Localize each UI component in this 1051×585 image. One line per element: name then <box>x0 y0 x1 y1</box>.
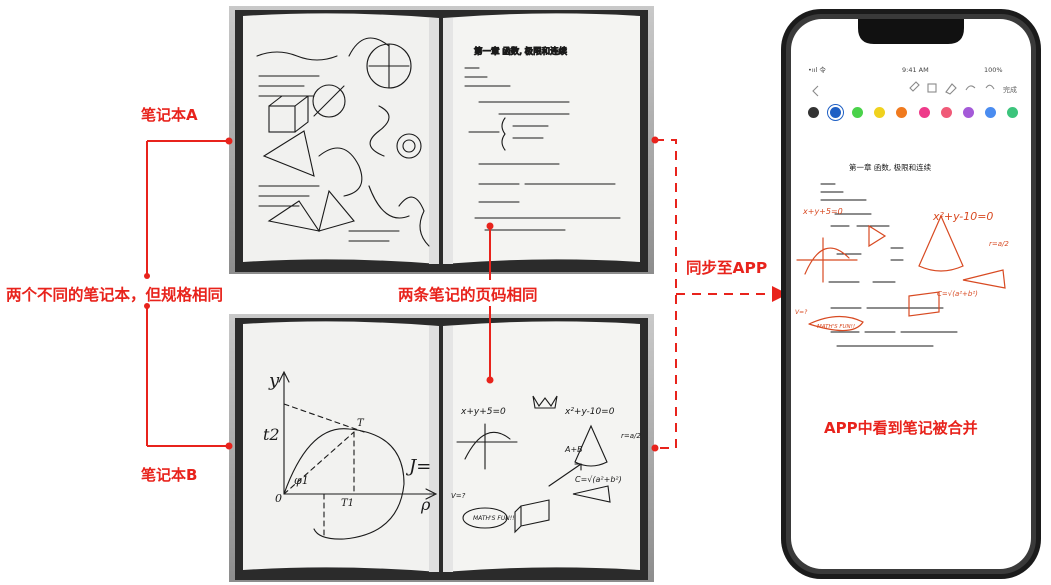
notebook-b-label: 笔记本B <box>141 466 198 484</box>
svg-text:MATH'S FUN!!: MATH'S FUN!! <box>473 515 515 522</box>
bracket-dot-mid-top <box>144 273 150 279</box>
svg-text:r=a/2: r=a/2 <box>989 240 1009 248</box>
svg-text:y: y <box>268 370 280 391</box>
svg-text:ρ: ρ <box>420 495 431 514</box>
notebook-b-notes: x+y+5=0 x²+y-10=0 A+B C=√(a²+b²) r=a/2 M… <box>451 407 641 522</box>
svg-text:MATH'S FUN!!: MATH'S FUN!! <box>817 324 855 330</box>
color-swatch-9[interactable] <box>984 107 996 118</box>
notebook-b-image: y t2 φ1 T J= T1 ρ 0 x+y+5=0 x²+y-10=0 A+… <box>229 314 654 582</box>
svg-text:C=√(a²+b²): C=√(a²+b²) <box>937 290 978 298</box>
color-swatch-5[interactable] <box>896 107 908 118</box>
notebook-a-label: 笔记本A <box>141 106 198 124</box>
svg-text:x+y+5=0: x+y+5=0 <box>802 207 843 216</box>
color-swatch-2[interactable] <box>830 107 842 118</box>
math-doodles-left-page <box>256 37 430 247</box>
color-swatch-6[interactable] <box>918 107 930 118</box>
svg-text:J=: J= <box>405 456 431 477</box>
color-swatch-10[interactable] <box>1006 107 1018 118</box>
svg-text:T1: T1 <box>341 498 354 509</box>
svg-text:•ııl 令: •ııl 令 <box>808 65 826 74</box>
svg-text:完成: 完成 <box>1003 85 1017 94</box>
svg-text:t2: t2 <box>263 425 280 444</box>
svg-text:V=?: V=? <box>451 492 466 500</box>
svg-text:V=?: V=? <box>795 309 808 316</box>
polar-curve-annotations: y t2 φ1 T J= T1 ρ 0 <box>263 370 431 514</box>
svg-text:第一章 函数, 极限和连续: 第一章 函数, 极限和连续 <box>849 162 932 172</box>
pen-icon <box>909 81 920 92</box>
svg-text:0: 0 <box>275 492 282 505</box>
phone-notch <box>858 19 964 44</box>
redo-icon <box>985 84 995 90</box>
svg-text:C=√(a²+b²): C=√(a²+b²) <box>575 475 622 484</box>
svg-text:x²+y-10=0: x²+y-10=0 <box>932 210 993 223</box>
svg-text:第一章 函数, 极限和连续: 第一章 函数, 极限和连续 <box>474 46 568 57</box>
merged-note-canvas: 第一章 函数, 极限和连续 x+y+5=0 x²+y-10=0 C=√(a²+b… <box>795 162 1009 347</box>
polar-curve-drawing <box>278 370 438 540</box>
color-swatch-1[interactable] <box>808 107 819 118</box>
notebook-a-notes: 第一章 函数, 极限和连续 <box>464 45 621 231</box>
svg-text:r=a/2: r=a/2 <box>621 432 641 440</box>
svg-text:A+B: A+B <box>564 445 583 454</box>
svg-text:T: T <box>357 418 365 429</box>
phone-mockup: •ııl 令 9:41 AM 100% 完成 第一章 函数, 极限和连续 <box>780 8 1042 580</box>
select-icon <box>927 83 937 93</box>
svg-text:φ1: φ1 <box>294 474 309 487</box>
svg-text:9:41 AM: 9:41 AM <box>902 66 929 74</box>
color-swatch-7[interactable] <box>940 107 952 118</box>
undo-icon <box>965 85 976 91</box>
color-swatch-4[interactable] <box>874 107 886 118</box>
sync-dashed-bracket <box>655 139 677 449</box>
color-swatch-3[interactable] <box>852 107 864 118</box>
back-icon <box>812 85 819 97</box>
color-palette <box>808 107 1018 118</box>
color-swatch-8[interactable] <box>962 107 974 118</box>
svg-text:x²+y-10=0: x²+y-10=0 <box>564 407 615 417</box>
eraser-icon <box>945 83 957 95</box>
sync-to-app-label: 同步至APP <box>686 259 768 277</box>
merged-in-app-label: APP中看到笔记被合并 <box>824 419 978 437</box>
svg-text:x+y+5=0: x+y+5=0 <box>460 407 506 417</box>
same-page-label: 两条笔记的页码相同 <box>398 286 538 304</box>
same-spec-label: 两个不同的笔记本，但规格相同 <box>6 286 224 304</box>
svg-text:100%: 100% <box>984 66 1003 74</box>
notebook-a-image: 第一章 函数, 极限和连续 <box>229 6 654 274</box>
